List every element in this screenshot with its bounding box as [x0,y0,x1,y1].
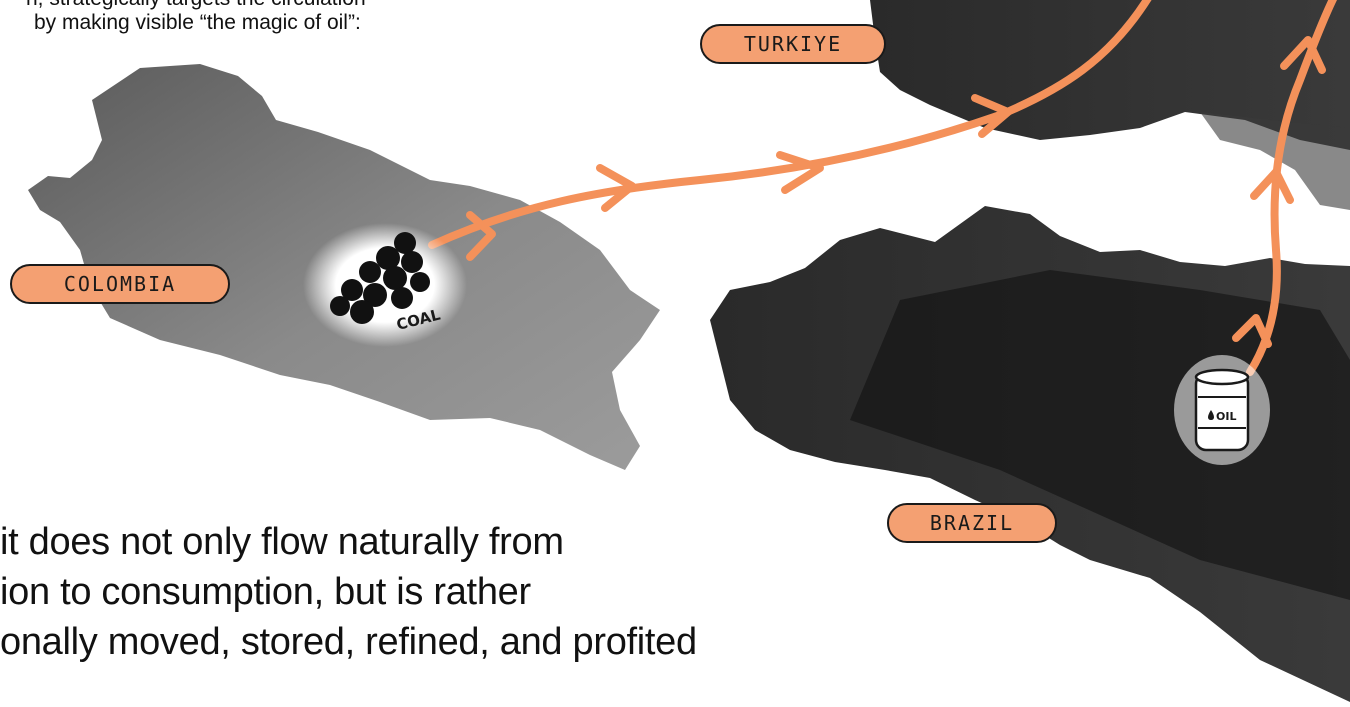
oil-flow-path [1246,0,1338,376]
oil-label: OIL [1216,410,1236,423]
body-text-line-3: onally moved, stored, refined, and profi… [0,621,697,663]
arrowhead [776,151,824,194]
oil-drop-icon [1208,410,1214,420]
intro-line-1: n, strategically targets the circulation [26,0,366,10]
oil-barrel-icon: OIL [1174,355,1270,465]
country-label-brazil: BRAZIL [887,503,1057,543]
arrowhead [1280,36,1326,74]
arrowhead [596,164,636,212]
intro-line-2: by making visible “the magic of oil”: [34,11,361,34]
body-text-line-1: it does not only flow naturally from [0,521,564,563]
body-text-line-2: ion to consumption, but is rather [0,571,531,613]
country-label-turkiye: TURKIYE [700,24,886,64]
turkiye-landmass-tail [1200,112,1350,210]
arrowhead [466,211,496,261]
country-label-colombia: COLOMBIA [10,264,230,304]
flow-arrows [428,0,1338,376]
arrowhead [971,94,1012,138]
turkiye-landmass [870,0,1350,150]
arrowhead [1232,314,1272,348]
coal-flow-path [428,0,1152,249]
coal-pile-icon: COAL [303,223,467,347]
arrowhead [1250,168,1294,204]
